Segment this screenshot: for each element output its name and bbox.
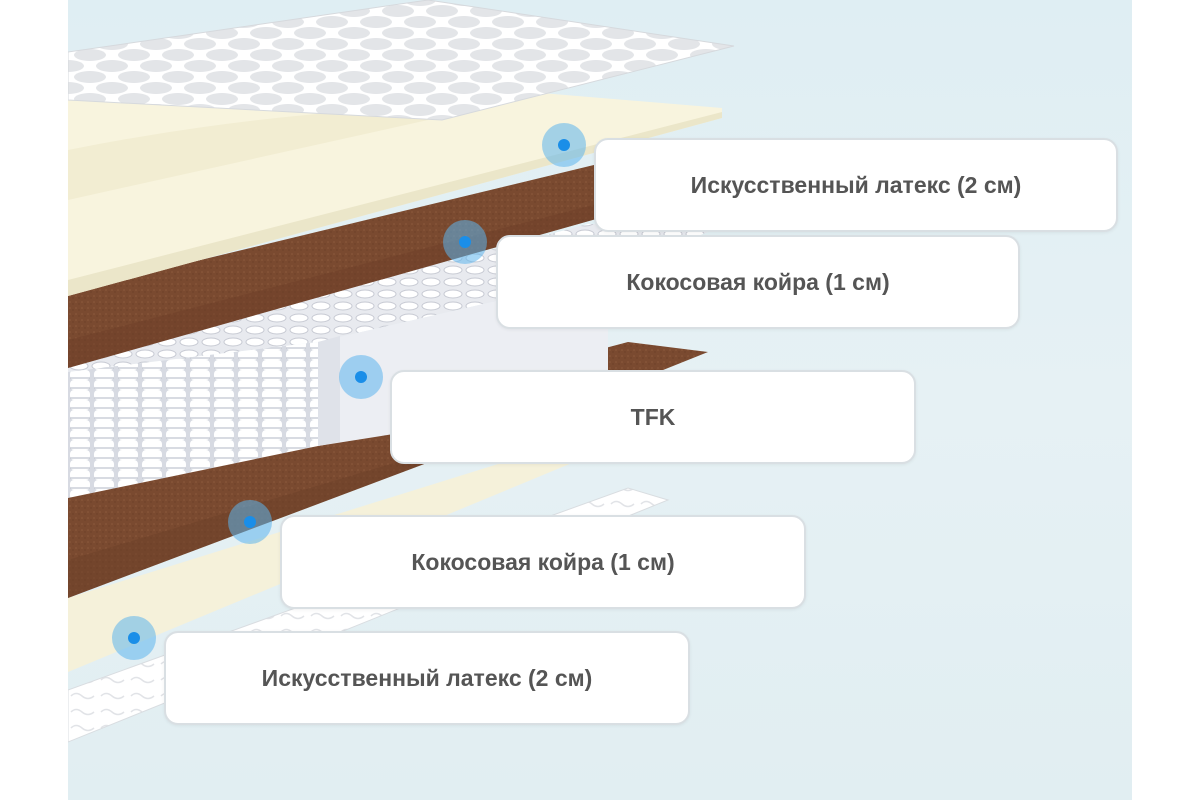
layer-callout-2[interactable]: Кокосовая койра (1 см) [496,235,1020,329]
layer-marker-3[interactable] [339,355,383,399]
layer-callout-1[interactable]: Искусственный латекс (2 см) [594,138,1118,232]
layer-label: Кокосовая койра (1 см) [626,268,890,295]
layer-callout-3[interactable]: TFK [390,370,916,464]
marker-dot [459,236,471,248]
layer-marker-2[interactable] [443,220,487,264]
layer-callout-4[interactable]: Кокосовая койра (1 см) [280,515,806,609]
layer-marker-5[interactable] [112,616,156,660]
layer-marker-1[interactable] [542,123,586,167]
layer-label: Искусственный латекс (2 см) [261,664,593,691]
layer-marker-4[interactable] [228,500,272,544]
marker-dot [244,516,256,528]
mattress-diagram: Искусственный латекс (2 см) Кокосовая ко… [68,0,1132,800]
marker-dot [558,139,570,151]
marker-dot [355,371,367,383]
layer-callout-5[interactable]: Искусственный латекс (2 см) [164,631,690,725]
marker-dot [128,632,140,644]
layer-label: TFK [630,403,676,430]
layer-label: Искусственный латекс (2 см) [690,171,1022,198]
layer-label: Кокосовая койра (1 см) [411,548,675,575]
